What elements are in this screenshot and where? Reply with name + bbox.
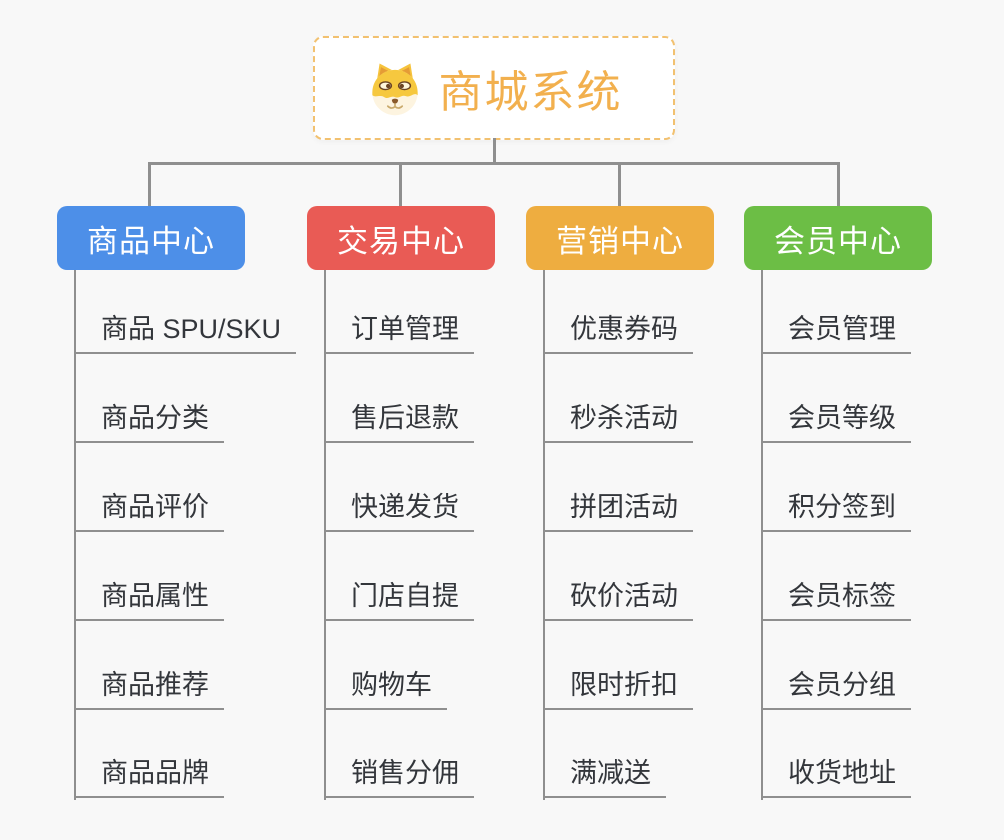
- leaf-node[interactable]: 商品评价: [74, 490, 224, 532]
- connector-root-stem: [493, 138, 496, 164]
- connector-children-marketing: [543, 270, 545, 800]
- branch-node-trade-center[interactable]: 交易中心: [307, 206, 495, 270]
- leaf-node[interactable]: 会员等级: [761, 401, 911, 443]
- leaf-node[interactable]: 商品品牌: [74, 756, 224, 798]
- connector-children-product: [74, 270, 76, 800]
- doge-face-icon: [371, 63, 418, 116]
- leaf-node[interactable]: 收货地址: [761, 756, 911, 798]
- leaf-node[interactable]: 拼团活动: [543, 490, 693, 532]
- leaf-node[interactable]: 购物车: [324, 668, 447, 710]
- leaf-node[interactable]: 商品推荐: [74, 668, 224, 710]
- leaf-node[interactable]: 商品分类: [74, 401, 224, 443]
- branch-member-center: 会员中心 会员管理 会员等级 积分签到 会员标签 会员分组 收货地址: [744, 206, 984, 826]
- connector-children-member: [761, 270, 763, 800]
- leaf-node[interactable]: 会员分组: [761, 668, 911, 710]
- connector-drop-product: [148, 162, 151, 207]
- connector-drop-marketing: [618, 162, 621, 207]
- leaf-node[interactable]: 满减送: [543, 756, 666, 798]
- leaf-node[interactable]: 商品属性: [74, 579, 224, 621]
- connector-drop-trade: [399, 162, 402, 207]
- branch-trade-center: 交易中心 订单管理 售后退款 快递发货 门店自提 购物车 销售分佣: [307, 206, 547, 826]
- leaf-node[interactable]: 会员标签: [761, 579, 911, 621]
- branch-node-marketing-center[interactable]: 营销中心: [526, 206, 714, 270]
- leaf-node[interactable]: 限时折扣: [543, 668, 693, 710]
- leaf-node[interactable]: 会员管理: [761, 312, 911, 354]
- leaf-node[interactable]: 积分签到: [761, 490, 911, 532]
- connector-bus: [148, 162, 840, 165]
- leaf-node[interactable]: 售后退款: [324, 401, 474, 443]
- connector-children-trade: [324, 270, 326, 800]
- leaf-node[interactable]: 秒杀活动: [543, 401, 693, 443]
- leaf-node[interactable]: 砍价活动: [543, 579, 693, 621]
- branch-marketing-center: 营销中心 优惠券码 秒杀活动 拼团活动 砍价活动 限时折扣 满减送: [526, 206, 766, 826]
- connector-drop-member: [837, 162, 840, 207]
- root-title: 商城系统: [438, 68, 623, 117]
- branch-node-member-center[interactable]: 会员中心: [744, 206, 932, 270]
- leaf-node[interactable]: 订单管理: [324, 312, 474, 354]
- leaf-node[interactable]: 销售分佣: [324, 756, 474, 798]
- branch-node-product-center[interactable]: 商品中心: [57, 206, 245, 270]
- branch-product-center: 商品中心 商品 SPU/SKU 商品分类 商品评价 商品属性 商品推荐 商品品牌: [57, 206, 297, 826]
- leaf-node[interactable]: 商品 SPU/SKU: [74, 312, 297, 354]
- root-node-mall-system[interactable]: 商城系统: [313, 36, 675, 140]
- leaf-node[interactable]: 优惠券码: [543, 312, 693, 354]
- leaf-node[interactable]: 门店自提: [324, 579, 474, 621]
- leaf-node[interactable]: 快递发货: [324, 490, 474, 532]
